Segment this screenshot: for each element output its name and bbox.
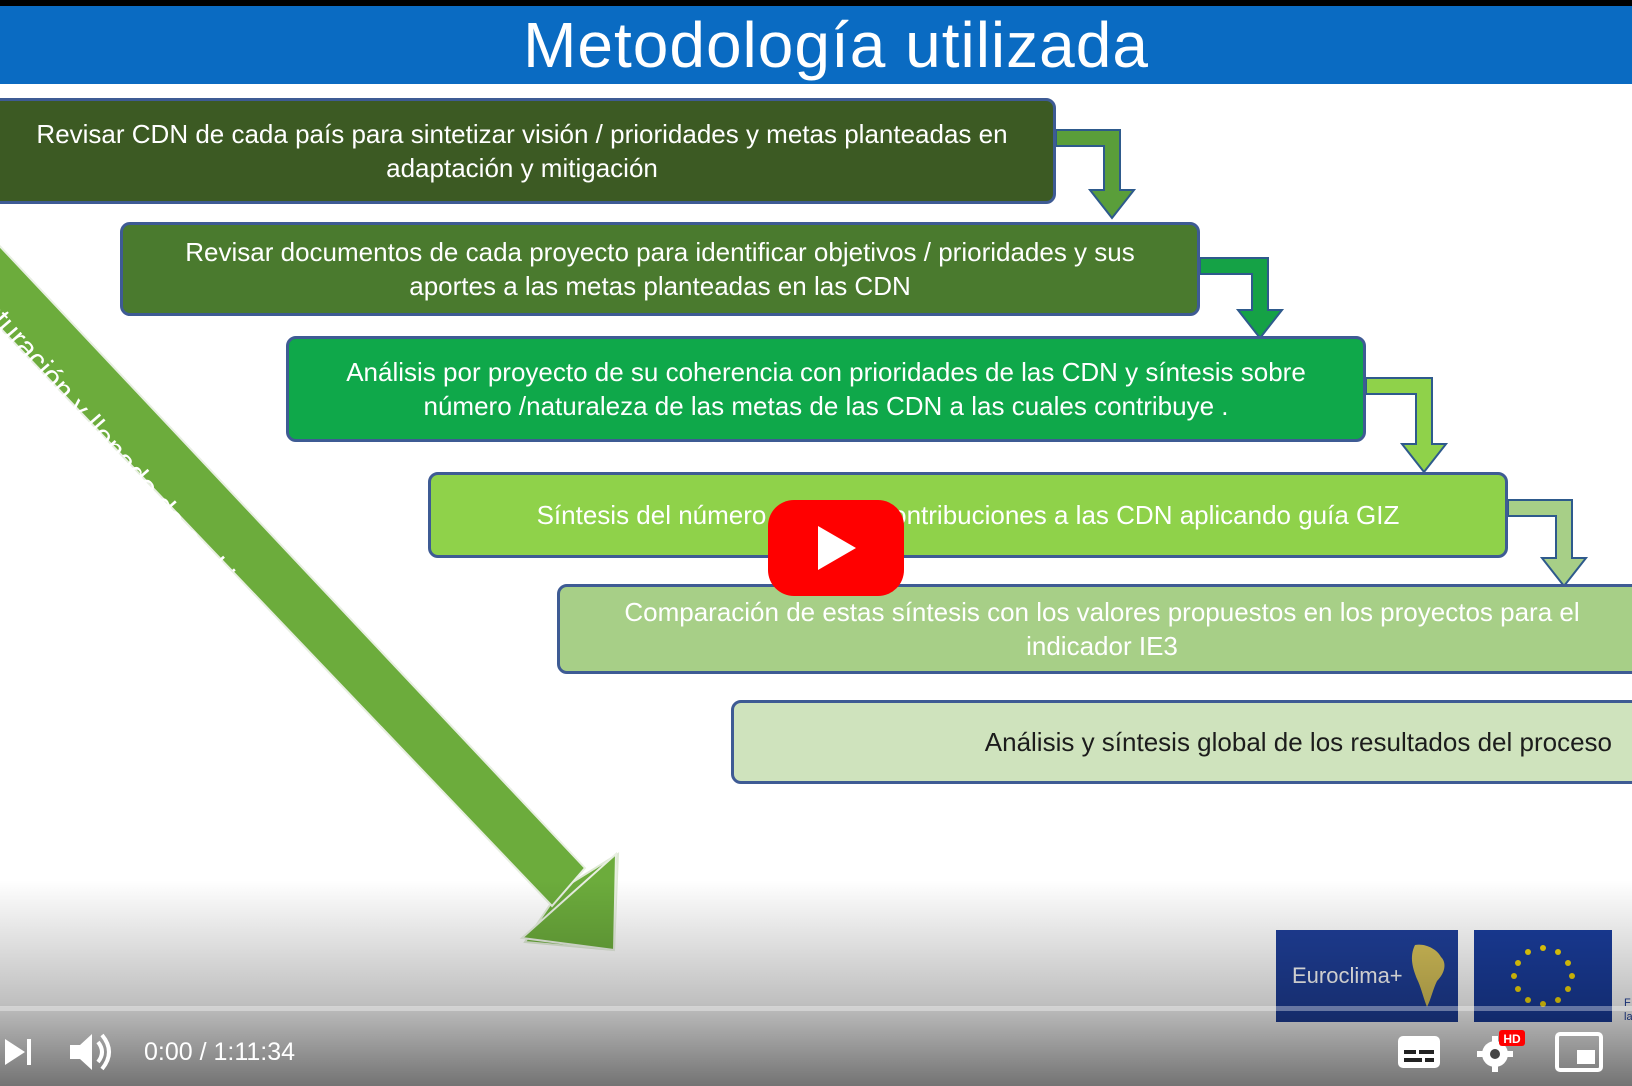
diagonal-arrow-head (519, 851, 618, 952)
step-1-box: Revisar CDN de cada país para sintetizar… (0, 98, 1056, 204)
step-3-box: Análisis por proyecto de su coherencia c… (286, 336, 1366, 442)
captions-button[interactable] (1396, 1032, 1442, 1072)
play-button[interactable] (768, 500, 904, 596)
next-icon (5, 1039, 31, 1065)
next-button[interactable] (0, 1030, 40, 1074)
connector-arrow-3 (1365, 377, 1449, 474)
play-icon (818, 526, 856, 570)
progress-bar[interactable] (0, 1006, 1632, 1011)
miniplayer-button[interactable] (1554, 1030, 1604, 1074)
latin-america-map-icon (1411, 944, 1445, 1007)
volume-button[interactable] (66, 1028, 116, 1076)
hd-badge: HD (1503, 1032, 1521, 1046)
step-3-text: Análisis por proyecto de su coherencia c… (346, 357, 1306, 421)
captions-icon (1398, 1036, 1440, 1068)
step-4-box: Síntesis del número y tipo de contribuci… (428, 472, 1508, 558)
time-display: 0:00 / 1:11:34 (144, 1038, 296, 1066)
step-2-text: Revisar documentos de cada proyecto para… (185, 237, 1135, 301)
volume-icon (70, 1033, 111, 1071)
step-5-box: Comparación de estas síntesis con los va… (557, 584, 1632, 674)
slide-title: Metodología utilizada (523, 9, 1149, 81)
step-5-text: Comparación de estas síntesis con los va… (624, 597, 1580, 661)
step-6-text: Análisis y síntesis global de los result… (984, 727, 1612, 757)
settings-button[interactable]: HD (1474, 1028, 1530, 1076)
connector-arrow-4 (1507, 499, 1589, 588)
connector-arrow-1 (1055, 129, 1137, 220)
connector-arrow-2 (1199, 257, 1285, 340)
slide-title-bar: Metodología utilizada (0, 6, 1632, 84)
diagonal-arrow-label: Estructuración y llenado de archivos Exc… (0, 240, 491, 879)
euroclima-logo-text: Euroclima+ (1292, 963, 1403, 988)
settings-icon: HD (1477, 1030, 1525, 1072)
step-2-box: Revisar documentos de cada proyecto para… (120, 222, 1200, 316)
miniplayer-icon (1555, 1032, 1603, 1072)
step-4-text: Síntesis del número y tipo de contribuci… (536, 500, 1400, 530)
step-1-text: Revisar CDN de cada país para sintetizar… (36, 119, 1008, 183)
step-6-box: Análisis y síntesis global de los result… (731, 700, 1632, 784)
